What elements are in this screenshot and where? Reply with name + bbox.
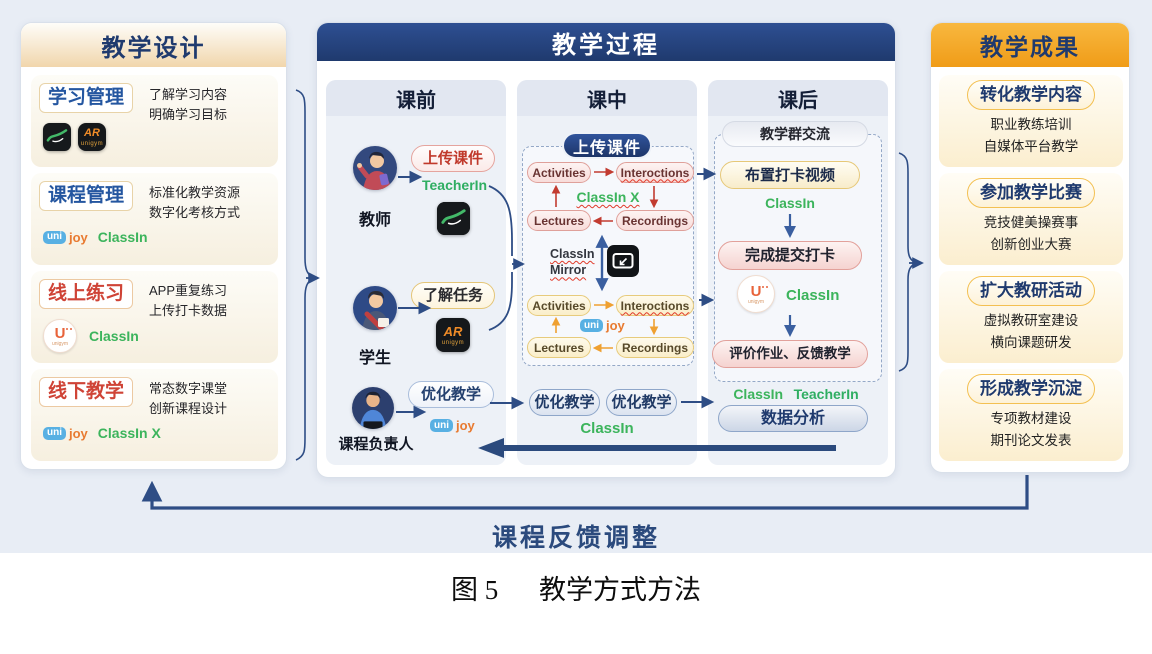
card-logos: AR unigym (43, 123, 106, 151)
design-card-offline-teaching: 线下教学 常态数字课堂 创新课程设计 uni joy ClassIn X (31, 369, 278, 461)
classin-x-logo: ClassIn X (576, 189, 640, 205)
classin-logo: ClassIn (786, 287, 840, 304)
lectures-pill: Lectures (527, 210, 591, 231)
design-card-course-management: 课程管理 标准化教学资源 数字化考核方式 uni joy ClassIn (31, 173, 278, 265)
panel-title: 教学设计 (101, 34, 206, 62)
classin-x-logo: ClassIn X (97, 425, 161, 441)
card-title: 学习管理 (39, 83, 134, 113)
card-logos: U unigym ClassIn (43, 319, 139, 353)
upload-courseware-pill: 上传课件 (411, 145, 495, 172)
result-card-transform-content: 转化教学内容 职业教练培训 自媒体平台教学 (939, 75, 1123, 167)
teacherin-app-icon (437, 202, 470, 235)
result-title: 转化教学内容 (967, 80, 1095, 111)
card-logos: uni joy ClassIn (43, 229, 148, 245)
card-desc: 标准化教学资源 数字化考核方式 (149, 185, 241, 221)
interactions-pill: Interoctions (616, 295, 694, 316)
teacher-avatar (353, 146, 397, 190)
unijoy-logo: uni joy (580, 319, 625, 332)
result-card-research: 扩大教研活动 虚拟教研室建设 横向课题研发 (939, 271, 1123, 363)
activities-pill: Activities (527, 295, 591, 316)
classin-logo: ClassIn (580, 420, 634, 437)
card-title: 线下教学 (39, 377, 134, 407)
in-class-header: 课中 (517, 80, 697, 116)
unijoy-logo: uni joy (43, 426, 88, 440)
panel-teaching-design: 教学设计 学习管理 了解学习内容 明确学习目标 AR unigym 课程管理 (20, 22, 287, 470)
classin-logo: ClassIn (89, 328, 139, 344)
design-card-online-practice: 线上练习 APP重复练习 上传打卡数据 U unigym ClassIn (31, 271, 278, 363)
panel-teaching-results-header: 教学成果 (931, 23, 1129, 67)
panel-title: 教学过程 (552, 31, 660, 59)
panel-teaching-design-header: 教学设计 (21, 23, 286, 67)
ar-unigym-app-icon: AR unigym (436, 318, 470, 352)
result-card-accumulation: 形成教学沉淀 专项教材建设 期刊论文发表 (939, 369, 1123, 461)
teacherin-app-icon (43, 123, 71, 151)
result-title: 扩大教研活动 (967, 276, 1095, 307)
understand-task-pill: 了解任务 (411, 282, 495, 309)
classin-logo: ClassIn (97, 229, 148, 245)
submit-checkin-pill: 完成提交打卡 (718, 241, 862, 270)
card-desc: 常态数字课堂 创新课程设计 (149, 381, 228, 417)
unigym-circle-icon: U unigym (737, 275, 775, 313)
design-card-learning-management: 学习管理 了解学习内容 明确学习目标 AR unigym (31, 75, 278, 167)
data-analysis-pill: 数据分析 (718, 405, 868, 432)
recordings-pill: Recordings (616, 210, 694, 231)
result-card-competitions: 参加教学比赛 竞技健美操赛事 创新创业大赛 (939, 173, 1123, 265)
optimize-teaching-pill: 优化教学 (606, 389, 677, 416)
interactions-pill: Interoctions (616, 162, 694, 183)
optimize-teaching-pill: 优化教学 (529, 389, 600, 416)
panel-title: 教学成果 (980, 34, 1080, 60)
evaluate-feedback-pill: 评价作业、反馈教学 (712, 340, 868, 368)
course-leader-avatar (352, 387, 394, 429)
unijoy-logo: uni joy (430, 419, 475, 432)
assign-checkin-video-pill: 布置打卡视频 (720, 161, 860, 189)
panel-teaching-process-header: 教学过程 (317, 23, 895, 61)
card-logos: uni joy ClassIn X (43, 425, 161, 441)
teacherin-logo: TeacherIn (422, 177, 488, 193)
lectures-pill: Lectures (527, 337, 591, 358)
result-title: 参加教学比赛 (967, 178, 1095, 209)
classin-mirror-icon (607, 245, 639, 282)
upload-courseware-banner: 上传课件 (562, 132, 652, 159)
card-title: 线上练习 (39, 279, 134, 309)
teaching-group-tab: 教学群交流 (722, 121, 868, 147)
card-title: 课程管理 (39, 181, 134, 211)
recordings-pill: Recordings (616, 337, 694, 358)
classin-mirror-label: ClassIn Mirror (550, 247, 595, 278)
optimize-teaching-pill: 优化教学 (408, 381, 494, 408)
student-avatar (353, 286, 397, 330)
card-desc: 了解学习内容 明确学习目标 (149, 87, 228, 123)
result-title: 形成教学沉淀 (967, 374, 1095, 405)
classin-logo: ClassIn (765, 195, 815, 211)
course-leader-label: 课程负责人 (338, 436, 414, 453)
ar-unigym-app-icon: AR unigym (78, 123, 106, 151)
analysis-logos: ClassIn TeacherIn (733, 386, 859, 402)
figure-caption: 图 5 教学方式方法 (451, 575, 701, 605)
unijoy-logo: uni joy (43, 230, 88, 244)
pre-class-header: 课前 (326, 80, 506, 116)
student-label: 学生 (358, 350, 391, 367)
unigym-circle-icon: U unigym (43, 319, 77, 353)
feedback-loop-label: 课程反馈调整 (491, 524, 660, 552)
activities-pill: Activities (527, 162, 591, 183)
teacher-label: 教师 (358, 212, 391, 229)
post-class-header: 课后 (708, 80, 888, 116)
panel-teaching-results: 教学成果 转化教学内容 职业教练培训 自媒体平台教学 参加教学比赛 竞技健美操赛… (930, 22, 1130, 473)
card-desc: APP重复练习 上传打卡数据 (149, 283, 228, 319)
